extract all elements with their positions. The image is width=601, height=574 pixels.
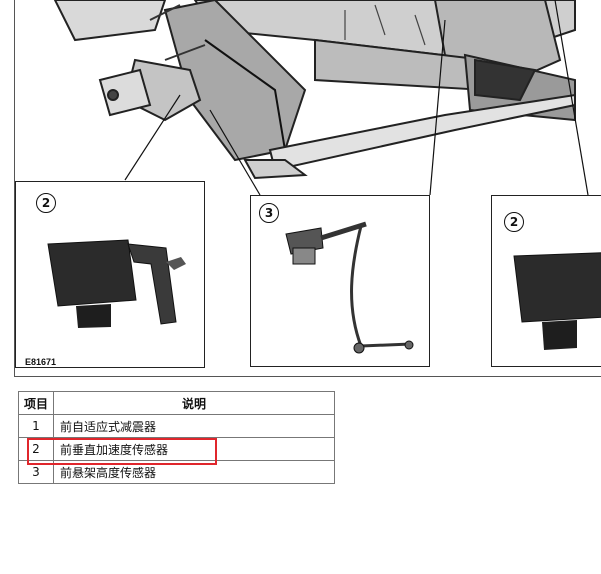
- acceleration-sensor-drawing: [513, 252, 601, 350]
- legend-header-row: 项目 说明: [18, 391, 335, 415]
- legend-item-desc: 前垂直加速度传感器: [53, 437, 335, 461]
- table-row: 3 前悬架高度传感器: [18, 460, 335, 484]
- legend-item-desc: 前悬架高度传感器: [53, 460, 335, 484]
- callout-number: 3: [259, 203, 279, 223]
- legend-item-number: 3: [18, 460, 54, 484]
- height-sensor-drawing: [285, 221, 414, 354]
- legend-item-number: 1: [18, 414, 54, 438]
- subframe-drawing: [53, 0, 576, 180]
- acceleration-sensor-drawing: [47, 239, 186, 328]
- inset-middle: 3: [250, 195, 430, 367]
- inset-left: 2: [15, 181, 205, 368]
- leader-lines: [124, 0, 589, 196]
- legend-header-item: 项目: [18, 391, 54, 415]
- legend-header-desc: 说明: [53, 391, 335, 415]
- inset-right: 2: [491, 195, 601, 367]
- figure-id-label: E81671: [25, 357, 57, 367]
- callout-number: 2: [504, 212, 524, 232]
- legend-item-desc: 前自适应式减震器: [53, 414, 335, 438]
- table-row: 1 前自适应式减震器: [18, 414, 335, 438]
- table-row: 2 前垂直加速度传感器: [18, 437, 335, 461]
- callout-number: 2: [36, 193, 56, 213]
- legend-item-number: 2: [18, 437, 54, 461]
- legend-table: 项目 说明 1 前自适应式减震器 2 前垂直加速度传感器 3 前悬架高度传感器: [18, 391, 335, 484]
- suspension-illustration: [53, 0, 589, 196]
- parts-figure: 2 3 2 E81671: [14, 0, 601, 377]
